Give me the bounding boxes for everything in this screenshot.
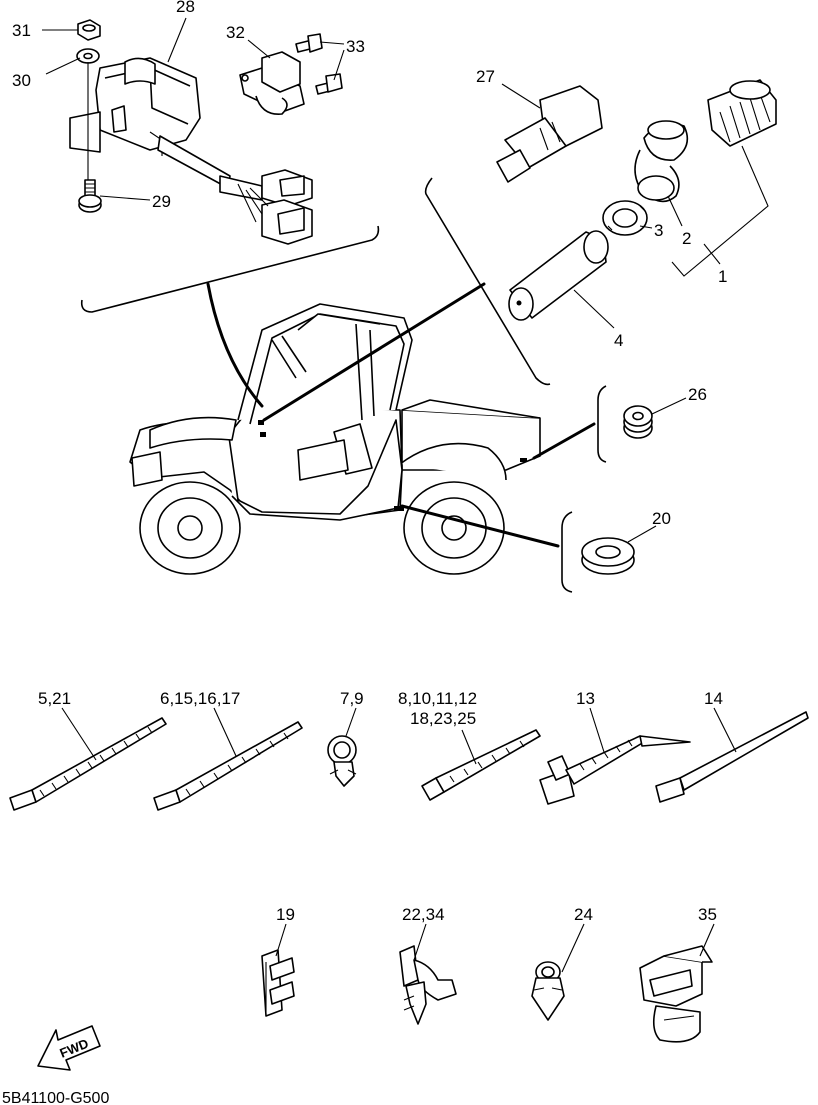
fwd-arrow-icon: FWD [37,1025,101,1071]
leader-13 [589,707,605,753]
bolt-33a[interactable] [295,33,323,53]
cable-tie-14[interactable] [655,711,809,803]
grommet-26[interactable] [623,405,653,439]
callout-28: 28 [176,0,195,16]
cap-2[interactable] [634,120,689,203]
leader-24 [561,923,585,973]
pointer-26 [532,422,596,460]
leader-33a [319,41,345,45]
callout-8-line2: 18,23,25 [410,709,476,728]
leader-30 [45,57,81,75]
leader-1-bracket [671,145,769,277]
sleeve-4[interactable] [508,230,609,321]
grommet-20[interactable] [581,537,635,575]
nut-3[interactable] [602,200,648,236]
socket-body-1[interactable] [707,79,777,147]
leader-8-10 [461,729,477,765]
connector-27[interactable] [496,85,603,183]
clip-tie-8-10[interactable] [421,729,541,801]
leader-35 [699,923,715,957]
bolt-33b[interactable] [315,73,343,95]
callout-7-9: 7,9 [340,689,364,708]
drawing-code: 5B41100-G500 [2,1090,109,1105]
callout-1: 1 [718,267,727,286]
leader-3 [639,225,653,229]
leader-7-9 [345,707,357,737]
clip-tie-13[interactable] [539,735,691,805]
leader-28 [167,17,187,63]
clip-7-9[interactable] [327,735,357,787]
callout-14: 14 [704,689,723,708]
nut-31[interactable] [77,19,101,41]
callout-29: 29 [152,192,171,211]
callout-33: 33 [346,37,365,56]
callout-5-21: 5,21 [38,689,71,708]
callout-30: 30 [12,71,31,90]
clamp-19[interactable] [261,949,295,1017]
callout-20: 20 [652,509,671,528]
callout-24: 24 [574,905,593,924]
callout-3: 3 [654,221,663,240]
clamp-35[interactable] [639,945,713,1043]
relay-box-28[interactable] [69,57,313,245]
callout-19: 19 [276,905,295,924]
callout-13: 13 [576,689,595,708]
leader-6-15-16-17 [213,707,237,757]
leader-4 [573,289,615,329]
callout-2: 2 [682,229,691,248]
callout-4: 4 [614,331,623,350]
callout-31: 31 [12,21,31,40]
sensor-32[interactable] [239,51,305,115]
washer-30[interactable] [76,48,100,64]
callout-26: 26 [688,385,707,404]
leader-26 [651,397,687,415]
callout-27: 27 [476,67,495,86]
vehicle-outline [129,303,541,521]
leader-27 [501,83,541,109]
bolt-29[interactable] [78,179,102,213]
leader-5-21 [61,707,97,761]
front-wheel [139,481,241,575]
leader-19 [275,923,287,957]
pointer-20 [400,504,560,548]
pointer-top-left [206,282,264,408]
leader-20 [627,525,657,543]
leader-14 [713,707,737,753]
clamp-22-34[interactable] [399,945,457,1025]
pointer-top-right [262,282,486,422]
group-bracket-26 [597,385,607,463]
callout-22-34: 22,34 [402,905,445,924]
callout-8-line1: 8,10,11,12 [398,689,477,708]
group-bracket-20 [561,511,573,593]
callout-6-15-16-17: 6,15,16,17 [160,689,240,708]
leader-2 [667,195,683,227]
group-bracket-top-left [80,225,380,313]
cable-tie-5-21[interactable] [9,717,167,811]
cable-tie-6-15-16-17[interactable] [153,721,303,811]
leader-32 [247,39,271,59]
leader-22-34 [413,923,427,961]
callout-32: 32 [226,23,245,42]
clip-24[interactable] [531,961,565,1021]
leader-33b [333,49,345,81]
leader-29 [99,195,151,201]
callout-35: 35 [698,905,717,924]
rear-wheel [403,481,505,575]
